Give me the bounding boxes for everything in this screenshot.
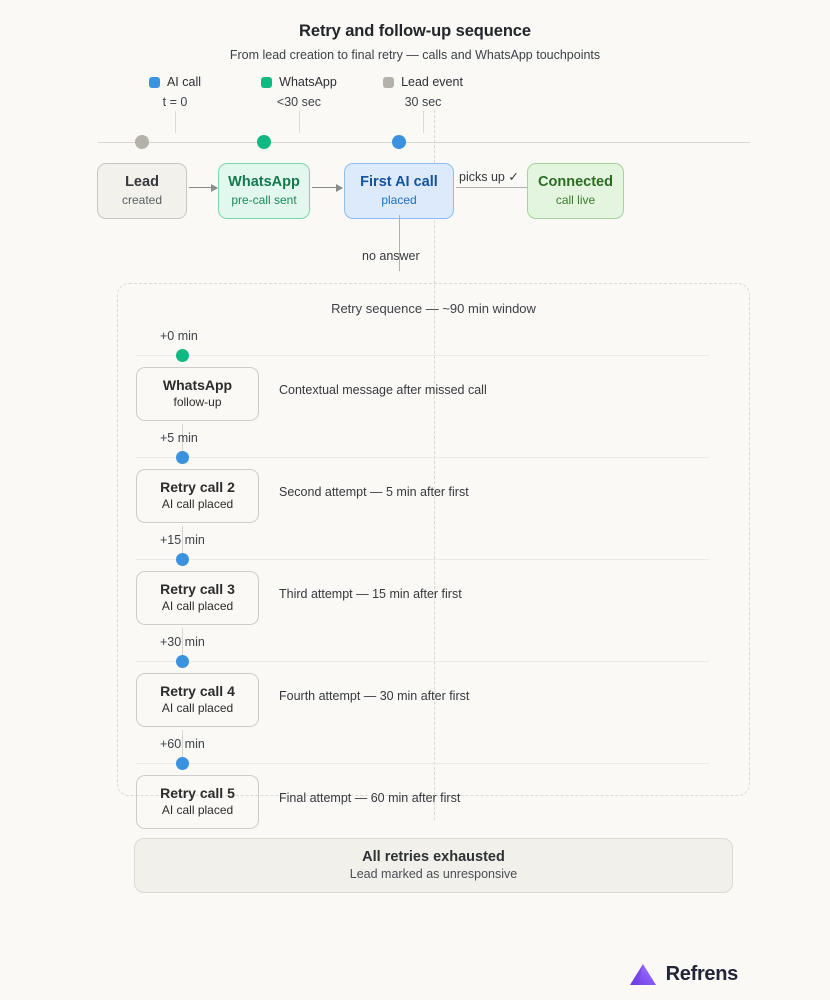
retry-step-description: Second attempt — 5 min after first bbox=[279, 485, 469, 499]
end-subtitle: Lead marked as unresponsive bbox=[349, 867, 518, 881]
flow-node-title: First AI call bbox=[360, 174, 438, 190]
flow-node-whatsapp-precall[interactable]: WhatsApp pre-call sent bbox=[218, 163, 310, 220]
flow-node-subtitle: created bbox=[121, 193, 163, 208]
retry-step-card-retry-call-3[interactable]: Retry call 3 AI call placed bbox=[136, 571, 259, 625]
retry-step-title: Retry call 5 bbox=[160, 785, 235, 801]
legend-time-lead-event: 30 sec bbox=[404, 95, 442, 109]
connector-first-call-no-answer bbox=[399, 215, 400, 271]
retry-step-time: +30 min bbox=[160, 635, 205, 649]
timeline-dot-lead-event bbox=[135, 135, 149, 149]
flow-node-subtitle: call live bbox=[555, 193, 596, 208]
retry-step-subtitle: AI call placed bbox=[161, 599, 234, 614]
connector-lead-to-whatsapp bbox=[189, 183, 218, 192]
end-title: All retries exhausted bbox=[362, 849, 505, 865]
timeline-axis bbox=[98, 142, 750, 143]
retry-step-subtitle: AI call placed bbox=[161, 803, 234, 818]
retry-step-divider bbox=[136, 559, 709, 560]
retry-step-description: Contextual message after missed call bbox=[279, 383, 487, 397]
legend-item-lead-event: Lead event 30 sec bbox=[361, 75, 485, 133]
diagram-header: Retry and follow-up sequence From lead c… bbox=[0, 0, 830, 62]
retry-step-divider bbox=[136, 457, 709, 458]
retry-step-connector bbox=[182, 526, 183, 559]
whatsapp-swatch bbox=[261, 76, 273, 88]
retry-step-title: Retry call 2 bbox=[160, 479, 235, 495]
branch-label-picks-up: picks up ✓ bbox=[459, 170, 519, 184]
retry-step-divider bbox=[136, 763, 709, 764]
flow-node-first-ai-call[interactable]: First AI call placed bbox=[344, 163, 454, 220]
ai-call-swatch bbox=[148, 76, 160, 88]
label-no-answer: no answer bbox=[362, 249, 420, 263]
flow-node-connected[interactable]: Connected call live bbox=[527, 163, 624, 220]
legend-tick-icon bbox=[174, 111, 176, 133]
retry-step-card-retry-call-4[interactable]: Retry call 4 AI call placed bbox=[136, 673, 259, 727]
flow-node-title: Connected bbox=[538, 174, 613, 190]
timeline-dot-ai-call bbox=[392, 135, 406, 149]
vertical-guide-line bbox=[434, 110, 435, 820]
retry-step-subtitle: AI call placed bbox=[161, 497, 234, 512]
retry-step-time: +0 min bbox=[160, 329, 198, 343]
connector-first-call-to-connected bbox=[456, 187, 528, 188]
retry-step-card-retry-call-2[interactable]: Retry call 2 AI call placed bbox=[136, 469, 259, 523]
brand-name: Refrens bbox=[665, 963, 739, 985]
retry-step-card-whatsapp-followup[interactable]: WhatsApp follow-up bbox=[136, 367, 259, 421]
retry-step-subtitle: follow-up bbox=[173, 395, 222, 410]
flow-node-subtitle: pre-call sent bbox=[231, 193, 297, 208]
retry-step-description: Third attempt — 15 min after first bbox=[279, 587, 462, 601]
flow-node-lead-created[interactable]: Lead created bbox=[97, 163, 187, 220]
retry-step-subtitle: AI call placed bbox=[161, 701, 234, 716]
retry-step-divider bbox=[136, 661, 709, 662]
legend-item-ai-call: AI call t = 0 bbox=[113, 75, 237, 133]
connector-whatsapp-to-first-call bbox=[312, 183, 343, 192]
retry-step-connector bbox=[182, 628, 183, 661]
retry-step-dot-ai-call bbox=[176, 451, 189, 464]
refrens-triangle-icon bbox=[629, 964, 656, 985]
flow-node-subtitle: placed bbox=[381, 193, 417, 208]
retry-step-connector bbox=[182, 730, 183, 763]
retry-step-dot-whatsapp bbox=[176, 349, 189, 362]
retry-step-card-retry-call-5[interactable]: Retry call 5 AI call placed bbox=[136, 775, 259, 829]
main-flow-row: Lead created WhatsApp pre-call sent Firs… bbox=[0, 131, 830, 271]
brand-logo: Refrens bbox=[629, 963, 738, 986]
retry-sequence-heading: Retry sequence — ~90 min window bbox=[331, 301, 536, 316]
retry-step-description: Fourth attempt — 30 min after first bbox=[279, 689, 470, 703]
retry-step-time: +5 min bbox=[160, 431, 198, 445]
page-subtitle: From lead creation to final retry — call… bbox=[229, 48, 601, 62]
retry-sequence-container: Retry sequence — ~90 min window +0 min W… bbox=[117, 283, 750, 829]
legend-tick-icon bbox=[422, 111, 424, 133]
retry-step-dot-ai-call bbox=[176, 757, 189, 770]
legend-tick-icon bbox=[298, 111, 300, 133]
lead-event-swatch bbox=[383, 76, 395, 88]
timeline-dot-whatsapp bbox=[257, 135, 271, 149]
retry-step-title: Retry call 3 bbox=[160, 581, 235, 597]
flow-node-title: WhatsApp bbox=[228, 174, 300, 190]
retry-step-title: WhatsApp bbox=[162, 377, 233, 393]
retry-step-time: +15 min bbox=[160, 533, 205, 547]
all-retries-exhausted-box: All retries exhausted Lead marked as unr… bbox=[134, 838, 733, 893]
retry-step-time: +60 min bbox=[160, 737, 205, 751]
retry-step-connector bbox=[182, 424, 183, 457]
page-title: Retry and follow-up sequence bbox=[299, 22, 531, 40]
retry-step-dot-ai-call bbox=[176, 553, 189, 566]
retry-step-dot-ai-call bbox=[176, 655, 189, 668]
legend-time-whatsapp: <30 sec bbox=[276, 95, 322, 109]
legend-label-lead-event: Lead event bbox=[401, 75, 463, 89]
flow-node-title: Lead bbox=[125, 174, 159, 190]
retry-step-divider bbox=[136, 355, 709, 356]
legend: AI call t = 0 WhatsApp <30 sec Lead even… bbox=[0, 75, 830, 133]
legend-time-ai-call: t = 0 bbox=[162, 95, 188, 109]
legend-label-whatsapp: WhatsApp bbox=[279, 75, 337, 89]
legend-label-ai-call: AI call bbox=[166, 75, 202, 89]
retry-step-description: Final attempt — 60 min after first bbox=[279, 791, 461, 805]
retry-step-title: Retry call 4 bbox=[160, 683, 235, 699]
legend-item-whatsapp: WhatsApp <30 sec bbox=[237, 75, 361, 133]
